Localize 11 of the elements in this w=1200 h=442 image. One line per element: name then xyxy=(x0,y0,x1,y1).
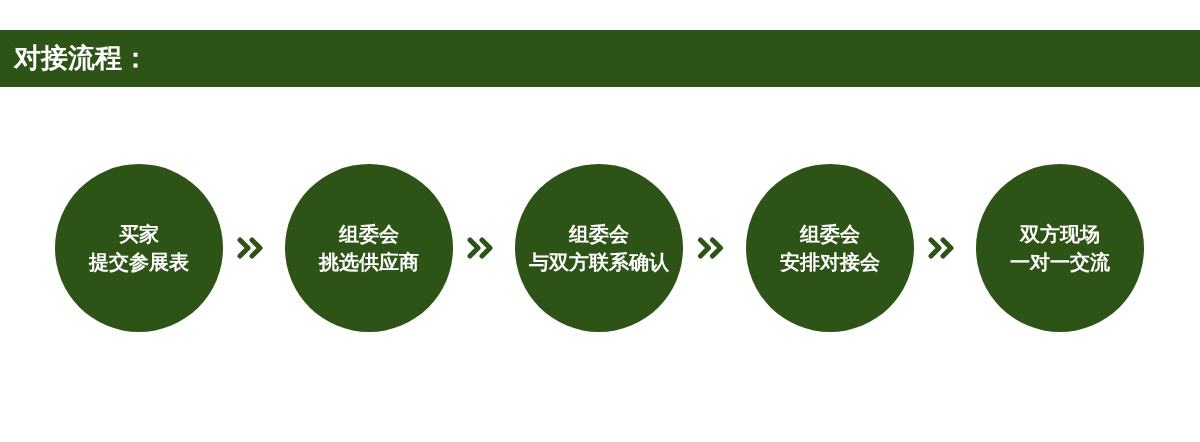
step-text: 提交参展表 xyxy=(89,249,189,276)
step-text: 组委会 xyxy=(800,221,860,248)
step-text: 安排对接会 xyxy=(780,249,880,276)
title: 对接流程： xyxy=(14,42,149,74)
step-text: 挑选供应商 xyxy=(319,249,419,276)
step-text: 组委会 xyxy=(569,221,629,248)
step-text: 与双方联系确认 xyxy=(529,249,669,276)
step-text: 组委会 xyxy=(339,221,399,248)
step-text: 一对一交流 xyxy=(1010,249,1110,276)
step-text: 买家 xyxy=(119,221,159,248)
step-text: 双方现场 xyxy=(1020,221,1100,248)
